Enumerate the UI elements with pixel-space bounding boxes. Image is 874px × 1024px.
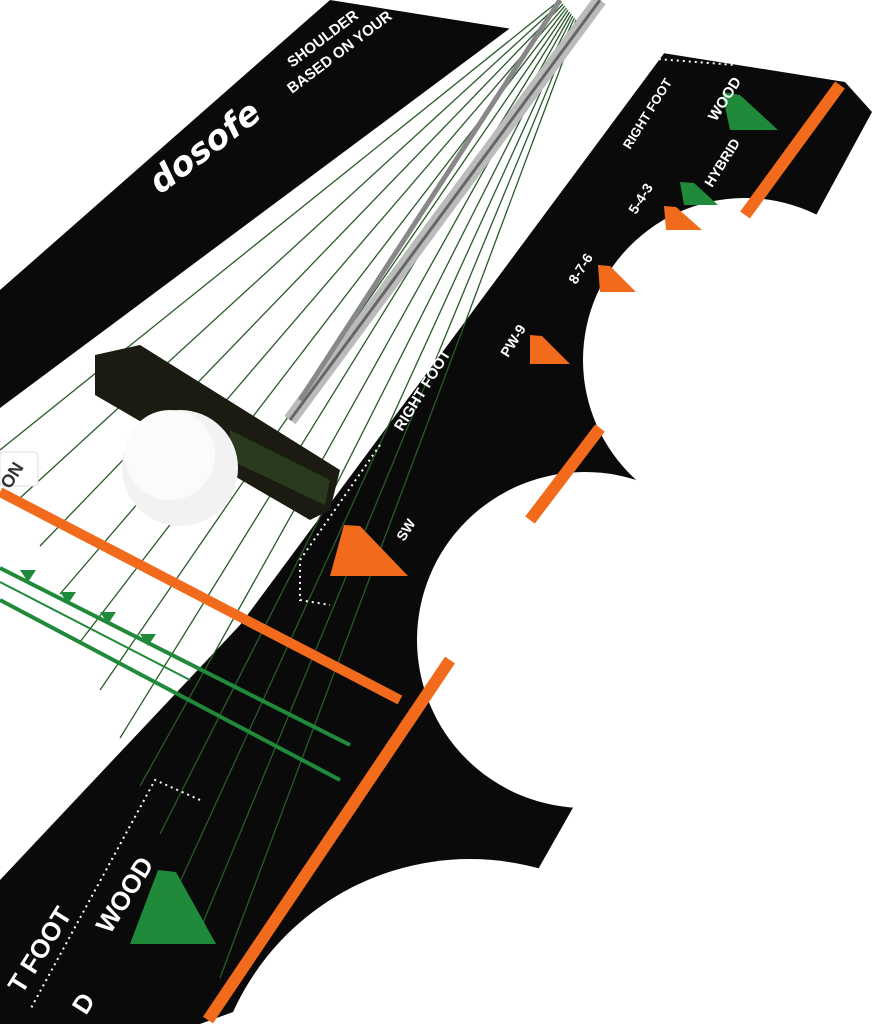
board-line <box>19 1 563 499</box>
scallop-cutout <box>840 146 874 254</box>
scallop-cutout <box>583 197 874 522</box>
scallop-cutout <box>417 472 753 808</box>
board-line <box>0 0 561 451</box>
board-line <box>179 17 575 883</box>
board-line <box>159 15 574 835</box>
green-guides <box>0 566 351 782</box>
stance-dotted-lines <box>29 54 736 1011</box>
golf-ball <box>122 410 238 526</box>
club-marker-icons <box>130 92 778 944</box>
board-line <box>199 19 577 931</box>
orange-guides <box>0 81 845 1024</box>
green-arrow-icons <box>20 570 156 646</box>
board-line <box>219 21 579 979</box>
marker-tag: ON <box>0 451 39 492</box>
scallop-cutout <box>228 859 712 1024</box>
